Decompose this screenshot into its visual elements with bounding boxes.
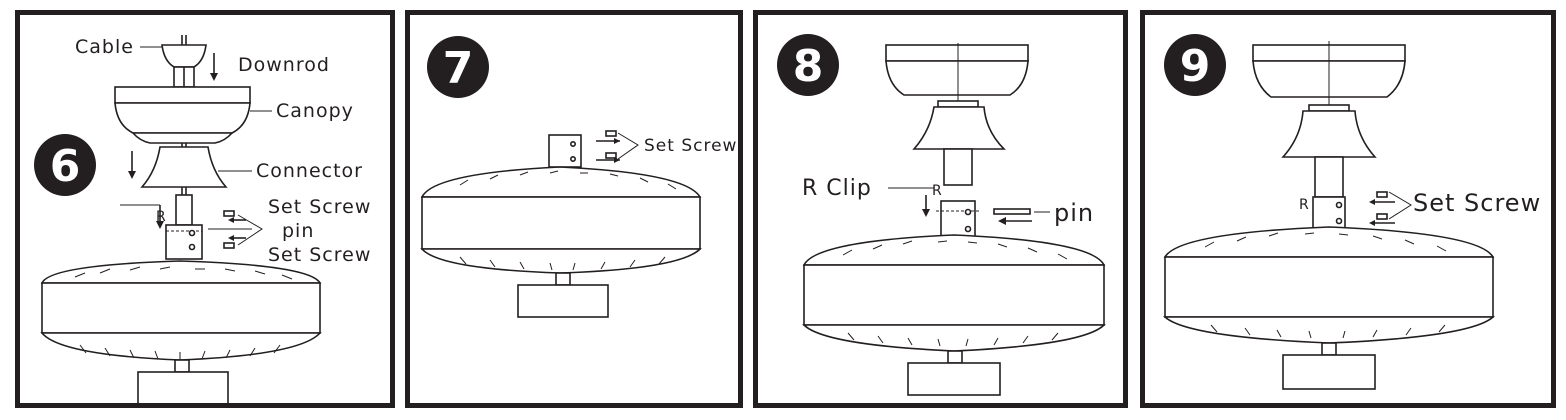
fan-top-grill [802, 234, 1106, 266]
connector [912, 106, 1006, 150]
canopy-top [885, 44, 1029, 62]
downrod-label: Downrod [238, 54, 330, 76]
set-screw-label: Set Screw [644, 136, 737, 156]
cable-label: Cable [75, 36, 134, 58]
light-box [517, 284, 609, 318]
motor-mount [548, 134, 582, 168]
step-9-illustration: 9 R Set Screw [1162, 34, 1541, 390]
light-box [1282, 354, 1376, 390]
canopy-top [114, 86, 251, 104]
fan-body [421, 196, 701, 250]
step-8-badge [777, 34, 839, 96]
step-9-badge [1164, 34, 1226, 96]
fan-bottom-grill [1162, 316, 1496, 344]
step-6-illustration: Cable Downrod Canopy Connector R [34, 35, 371, 403]
downrod [943, 148, 973, 186]
fan-top-grill [420, 166, 702, 198]
connector [140, 146, 228, 188]
set-screw-bottom-label: Set Screw [268, 244, 371, 266]
light-box [137, 371, 229, 403]
downrod-lower [175, 194, 193, 226]
r-clip-symbol: R [156, 209, 167, 225]
downrod [1314, 156, 1344, 198]
fan-bottom-grill [802, 324, 1106, 352]
r-clip-symbol: R [932, 183, 943, 199]
svg-text:6: 6 [50, 141, 81, 192]
canopy [114, 102, 251, 134]
svg-text:7: 7 [443, 43, 474, 94]
step-9-panel: 9 R Set Screw [1140, 10, 1556, 408]
connector [1281, 110, 1377, 158]
motor-mount [940, 200, 976, 242]
step-7-badge [427, 36, 489, 98]
svg-text:9: 9 [1180, 41, 1211, 92]
step-7-panel: 7 Set Screw [405, 10, 743, 408]
motor-mount [165, 224, 203, 260]
step-6-panel: Cable Downrod Canopy Connector R [15, 10, 395, 408]
fan-body [803, 264, 1105, 326]
fan-top-grill [40, 260, 322, 284]
set-screw-label: Set Screw [1413, 189, 1541, 217]
light-box [907, 362, 1001, 396]
fan-body [1164, 256, 1494, 318]
downrod-cup [161, 44, 207, 68]
step-8-panel: 8 R Clip R pin [753, 10, 1128, 408]
svg-text:8: 8 [793, 41, 824, 92]
canopy-label: Canopy [276, 100, 354, 122]
step-6-badge [34, 134, 96, 196]
pin [993, 208, 1031, 215]
pin-label: pin [1054, 199, 1094, 227]
step-8-illustration: 8 R Clip R pin [777, 34, 1106, 396]
connector-label: Connector [256, 160, 363, 182]
canopy [885, 60, 1029, 96]
step-7-illustration: 7 Set Screw [420, 36, 737, 318]
fan-body [41, 282, 321, 334]
fan-top-grill [1163, 226, 1495, 258]
r-clip-label: R Clip [802, 176, 872, 201]
set-screw-top-label: Set Screw [268, 196, 371, 218]
r-clip-symbol: R [1299, 197, 1310, 213]
pin-label: pin [282, 220, 314, 242]
